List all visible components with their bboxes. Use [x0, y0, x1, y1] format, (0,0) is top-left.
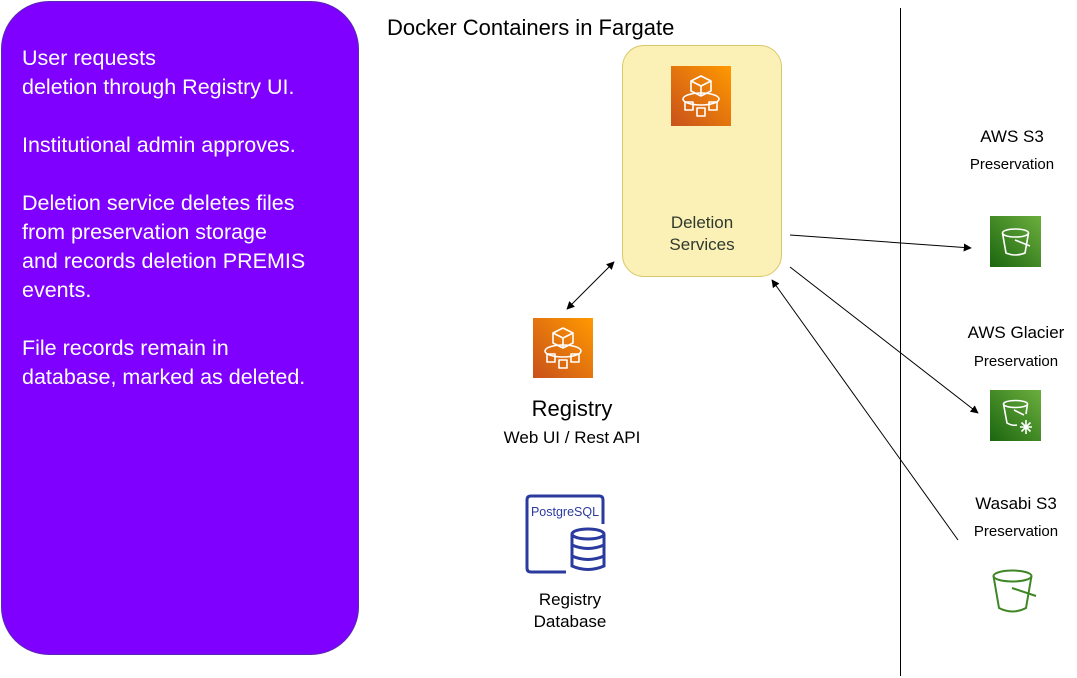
note-paragraph-2: Institutional admin approves.: [22, 133, 296, 157]
fargate-title: Docker Containers in Fargate: [387, 15, 675, 40]
wasabi-s3-sublabel: Preservation: [973, 523, 1059, 540]
registry-to-deletion-arrow: [566, 261, 615, 310]
deletion-to-wasabi-arrow: [771, 279, 959, 541]
glacier-bucket-icon: [990, 390, 1041, 446]
registry-subtitle: Web UI / Rest API: [503, 428, 641, 447]
wasabi-bucket-icon: [990, 566, 1041, 622]
postgresql-logo-text: PostgreSQL: [531, 505, 599, 519]
description-text: User requests deletion through Registry …: [22, 44, 352, 421]
registry-ecs-icon: [533, 318, 593, 383]
aws-s3-sublabel: Preservation: [969, 156, 1055, 173]
note-paragraph-4: File records remain in database, marked …: [22, 336, 306, 389]
description-note: [1, 1, 359, 655]
aws-glacier-label: AWS Glacier: [967, 323, 1065, 342]
s3-bucket-icon: [990, 216, 1041, 272]
registry-database-label: Registry Database: [533, 590, 607, 631]
postgresql-database-icon: PostgreSQL: [525, 494, 606, 579]
wasabi-s3-label: Wasabi S3: [975, 494, 1057, 513]
zone-divider: [900, 8, 901, 676]
note-paragraph-1: User requests deletion through Registry …: [22, 46, 295, 99]
deletion-ecs-icon: [671, 66, 731, 131]
aws-s3-label: AWS S3: [980, 127, 1044, 146]
deletion-to-s3-arrow: [789, 234, 972, 252]
registry-title: Registry: [531, 396, 613, 421]
note-paragraph-3: Deletion service deletes files from pres…: [22, 191, 306, 302]
deletion-to-glacier-arrow: [789, 266, 979, 414]
aws-glacier-sublabel: Preservation: [973, 353, 1059, 370]
deletion-services-label: Deletion Services: [669, 213, 735, 254]
